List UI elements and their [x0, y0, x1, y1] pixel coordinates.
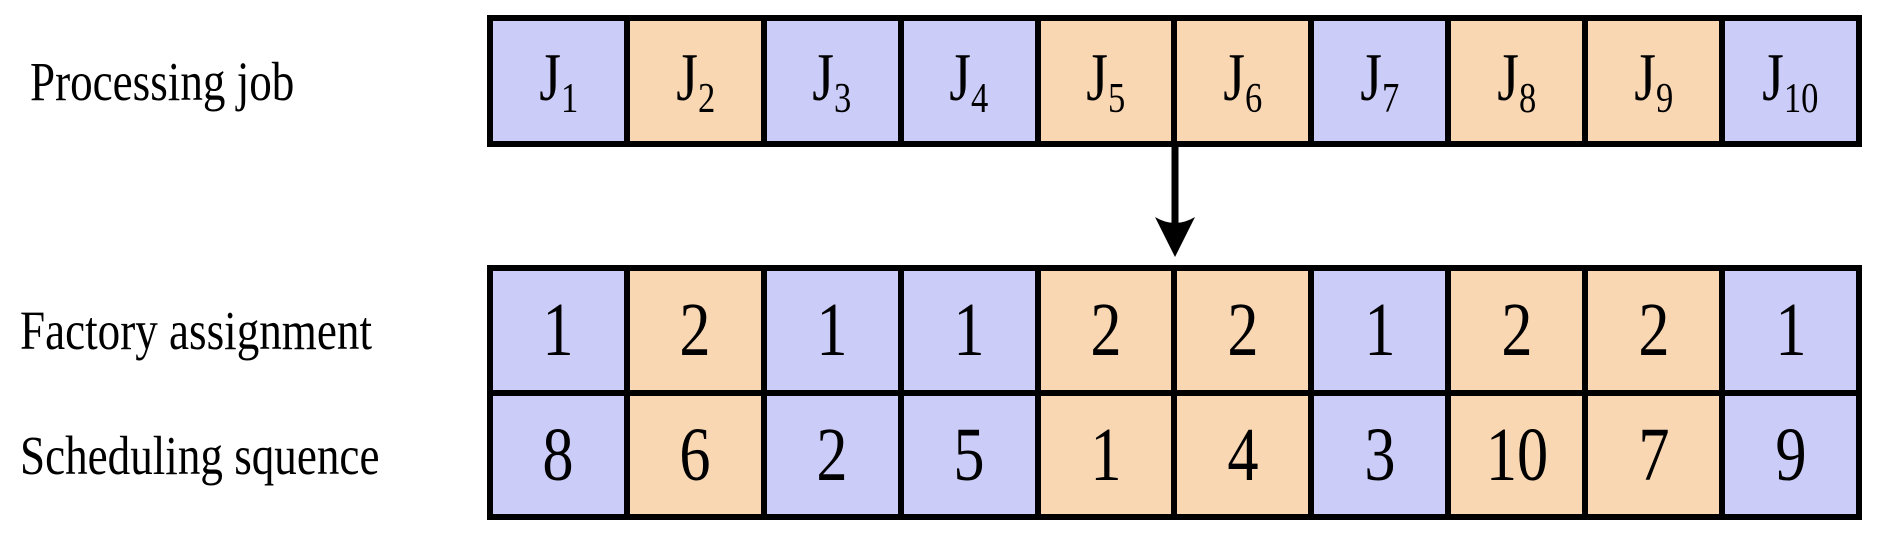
job-subscript: 7: [1382, 74, 1400, 122]
job-cell-value: J7: [1360, 38, 1400, 122]
sequence-cell: 4: [1177, 395, 1309, 514]
factory-cell: 2: [629, 271, 761, 390]
factory-cell-value: 2: [1227, 288, 1259, 373]
sequence-cell: 7: [1588, 395, 1720, 514]
job-subscript: 3: [834, 74, 852, 122]
sequence-cell: 9: [1725, 395, 1856, 514]
factory-cell-value: 2: [1501, 288, 1533, 373]
job-cell-value: J2: [675, 38, 715, 122]
job-subscript: 8: [1518, 74, 1537, 122]
sequence-cell-value: 4: [1227, 412, 1259, 497]
job-cell: J5: [1040, 21, 1172, 141]
job-subscript: 4: [971, 74, 989, 122]
factory-cell: 1: [903, 271, 1035, 390]
job-cell-value: J1: [538, 38, 578, 122]
sequence-cell: 6: [629, 395, 761, 514]
job-cell-value: J6: [1223, 38, 1263, 122]
processing-job-label: Processing job: [30, 50, 295, 112]
factory-cell: 1: [493, 271, 624, 390]
factory-cell-value: 1: [816, 288, 848, 373]
factory-cell: 2: [1451, 271, 1583, 390]
sequence-cell: 10: [1451, 395, 1583, 514]
factory-and-sequence-rows: 1 2 1 1 2 2 1 2 2 1 8 6 2 5 1 4 3 10 7 9: [487, 265, 1862, 520]
job-cell-value: J10: [1762, 38, 1819, 122]
down-arrow-head: [1155, 217, 1195, 257]
sequence-cell-value: 2: [816, 412, 848, 497]
job-subscript: 5: [1108, 74, 1126, 122]
sequence-cell-value: 7: [1638, 412, 1670, 497]
sequence-cell: 1: [1040, 395, 1172, 514]
factory-cell-value: 1: [542, 288, 575, 373]
job-cell-value: J9: [1634, 38, 1674, 122]
sequence-cell-value: 10: [1485, 412, 1548, 497]
sequence-cell-value: 6: [679, 412, 711, 497]
sequence-cell: 3: [1314, 395, 1446, 514]
sequence-cell: 5: [903, 395, 1035, 514]
factory-cell: 2: [1040, 271, 1172, 390]
factory-cell: 2: [1177, 271, 1309, 390]
job-cell: J7: [1314, 21, 1446, 141]
factory-cell-value: 2: [679, 288, 711, 373]
factory-cell-value: 2: [1638, 288, 1670, 373]
factory-cell-value: 1: [1774, 288, 1807, 373]
job-subscript: 2: [697, 74, 715, 122]
job-subscript: 9: [1655, 74, 1674, 122]
job-cell: J10: [1725, 21, 1856, 141]
job-cell: J1: [493, 21, 624, 141]
factory-cell: 2: [1588, 271, 1720, 390]
sequence-cell: 8: [493, 395, 624, 514]
job-cell-value: J3: [812, 38, 852, 122]
job-cell: J9: [1588, 21, 1720, 141]
job-subscript: 10: [1784, 74, 1819, 122]
factory-cell: 1: [1725, 271, 1856, 390]
job-cell-value: J4: [949, 38, 989, 122]
factory-cell: 1: [1314, 271, 1446, 390]
sequence-cell-value: 3: [1364, 412, 1396, 497]
factory-cell: 1: [766, 271, 898, 390]
factory-cell-value: 2: [1090, 288, 1122, 373]
job-cell: J3: [766, 21, 898, 141]
sequence-cell-value: 1: [1090, 412, 1122, 497]
factory-cell-value: 1: [1364, 288, 1396, 373]
job-cell: J2: [629, 21, 761, 141]
job-cell-value: J5: [1086, 38, 1126, 122]
factory-assignment-label: Factory assignment: [20, 299, 372, 361]
job-cell: J6: [1177, 21, 1309, 141]
factory-cell-value: 1: [953, 288, 985, 373]
job-cell: J8: [1451, 21, 1583, 141]
job-cell-value: J8: [1497, 38, 1537, 122]
sequence-cell-value: 9: [1774, 412, 1807, 497]
sequence-cell-value: 5: [953, 412, 985, 497]
job-subscript: 1: [560, 74, 578, 122]
sequence-cell: 2: [766, 395, 898, 514]
job-subscript: 6: [1245, 74, 1263, 122]
scheduling-sequence-label: Scheduling squence: [20, 424, 380, 486]
sequence-cell-value: 8: [542, 412, 575, 497]
processing-job-row: J1 J2 J3 J4 J5 J6 J7 J8 J9 J10: [487, 15, 1862, 147]
job-cell: J4: [903, 21, 1035, 141]
down-arrow-icon: [1155, 145, 1195, 257]
